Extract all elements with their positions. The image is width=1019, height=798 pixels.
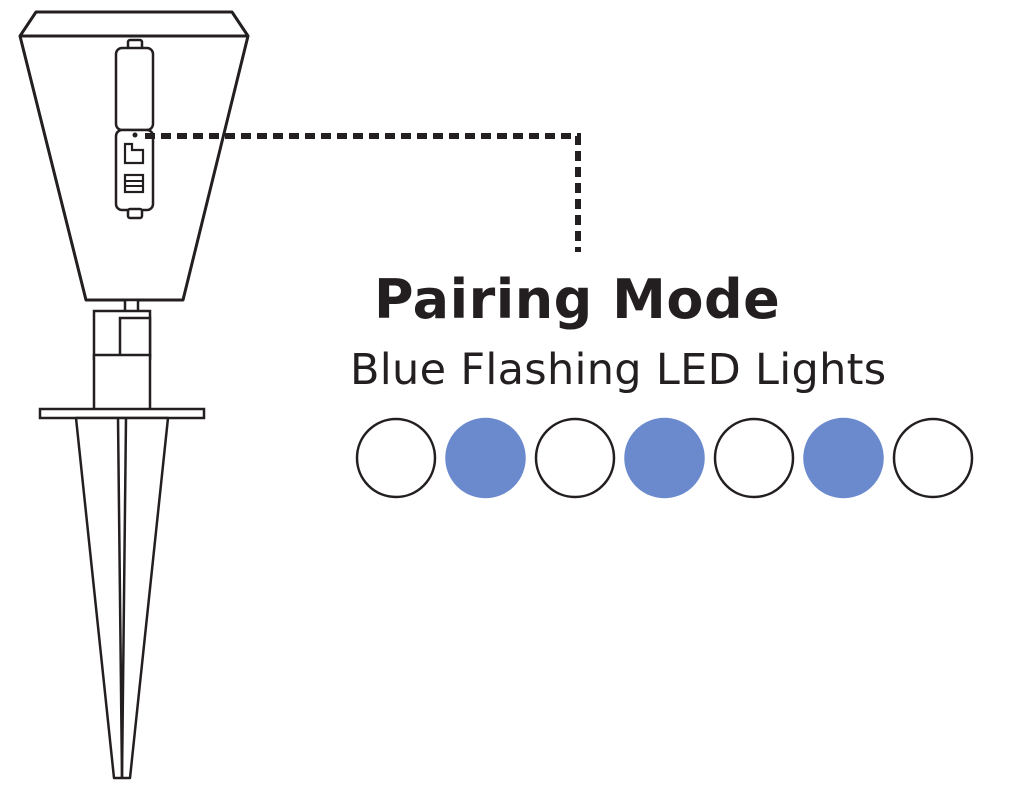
- led-off-indicator: [534, 417, 616, 499]
- ground-stake: [74, 416, 170, 780]
- led-off-indicator: [892, 417, 974, 499]
- led-sequence: [355, 417, 974, 499]
- led-on-indicator: [624, 417, 705, 499]
- led-on-indicator: [445, 417, 526, 499]
- lower-slot: [114, 128, 155, 220]
- lamp-joint: [92, 298, 152, 413]
- mode-title: Pairing Mode: [374, 268, 781, 331]
- led-off-indicator: [713, 417, 795, 499]
- led-on-indicator: [803, 417, 884, 499]
- led-off-indicator: [355, 417, 437, 499]
- stake-flange: [38, 407, 206, 420]
- leader-line: [145, 133, 581, 252]
- upper-slot: [114, 38, 155, 132]
- pairing-button-indicator: [132, 132, 138, 138]
- mode-description: Blue Flashing LED Lights: [350, 345, 887, 395]
